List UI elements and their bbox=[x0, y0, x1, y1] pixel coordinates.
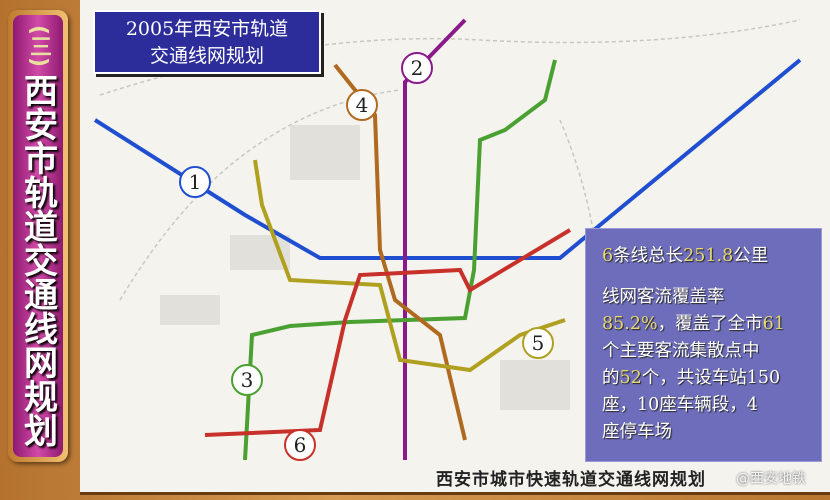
coverage-line-2: 85.2%，覆盖了全市61 bbox=[602, 311, 821, 338]
total-points: 61 bbox=[762, 314, 785, 334]
covered-points: 52 bbox=[619, 368, 642, 388]
watermark: @西安地铁 bbox=[736, 471, 806, 487]
line-2-label: 2 bbox=[411, 56, 424, 80]
text: 的 bbox=[602, 368, 620, 388]
line-2 bbox=[403, 18, 467, 460]
map-caption: 西安市城市快速轨道交通线网规划 bbox=[436, 470, 706, 490]
line-1-marker bbox=[179, 166, 211, 198]
section-sidebar: (三) 西安市轨道交通线网规划 bbox=[8, 10, 68, 462]
line-4-label: 4 bbox=[356, 93, 369, 117]
line-1-label: 1 bbox=[189, 170, 202, 194]
line-5-label: 5 bbox=[532, 331, 545, 355]
line-6-label: 6 bbox=[294, 433, 307, 457]
text: ，覆盖了全市 bbox=[657, 314, 763, 334]
line-4-marker bbox=[346, 89, 378, 121]
coverage-line-1: 线网客流覆盖率 bbox=[602, 287, 725, 307]
line-markers: 1 2 3 4 5 6 bbox=[179, 52, 554, 461]
section-title: 西安市轨道交通线网规划 bbox=[17, 73, 58, 448]
total-length: 6条线总长251.8公里 bbox=[602, 243, 821, 270]
line-3-label: 3 bbox=[241, 368, 254, 392]
line-3 bbox=[243, 59, 557, 461]
text: 条线总长 bbox=[613, 246, 684, 266]
line-5 bbox=[253, 159, 566, 373]
line-6 bbox=[204, 228, 572, 437]
section-number: (三) bbox=[26, 25, 51, 68]
line-6-marker bbox=[284, 429, 316, 461]
title-line-1: 2005年西安市轨道 bbox=[125, 18, 289, 40]
text: 公里 bbox=[733, 246, 769, 266]
coverage-line-3: 个主要客流集散点中 bbox=[602, 341, 760, 361]
coverage-line-6: 座停车场 bbox=[602, 422, 672, 442]
coverage-line-5: 座，10座车辆段，4 bbox=[602, 395, 758, 415]
coverage-line-4: 的52个，共设车站150 bbox=[602, 365, 821, 392]
coverage-rate: 85.2% bbox=[602, 314, 658, 334]
line-2-marker bbox=[401, 52, 433, 84]
info-box: 6条线总长251.8公里 线网客流覆盖率 85.2%，覆盖了全市61 个主要客流… bbox=[585, 228, 822, 462]
text: 个，共设车站150 bbox=[641, 368, 781, 388]
line-count: 6 bbox=[602, 246, 614, 266]
length-value: 251.8 bbox=[683, 246, 734, 266]
slide-title: 2005年西安市轨道 交通线网规划 bbox=[93, 10, 321, 74]
line-3-marker bbox=[231, 364, 263, 396]
title-line-2: 交通线网规划 bbox=[149, 45, 264, 67]
line-4 bbox=[333, 63, 467, 441]
line-5-marker bbox=[522, 327, 554, 359]
